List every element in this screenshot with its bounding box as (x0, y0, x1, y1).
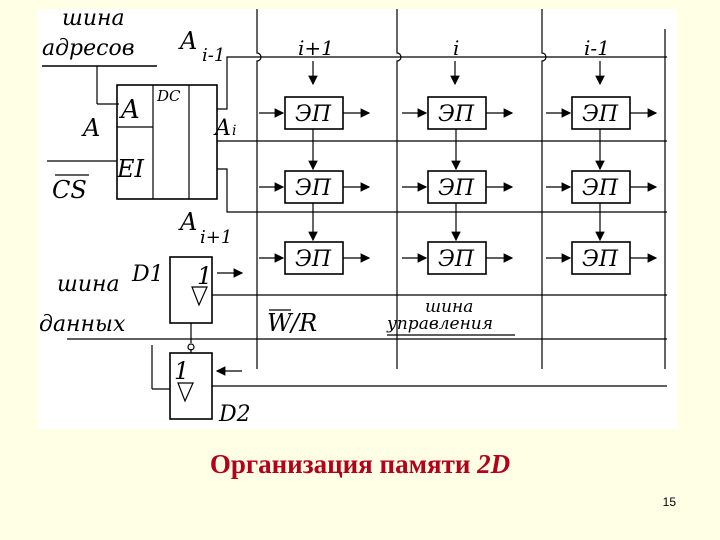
address-bus-label-2: адресов (42, 36, 135, 61)
wr-w-label: W (267, 309, 294, 337)
row-sub-1: i (232, 123, 236, 139)
memory-cell-label: ЭП (582, 102, 619, 127)
memory-cell-label: ЭП (295, 102, 332, 127)
data-bus-label-2: данных (39, 312, 126, 337)
control-bus-label-1: шина (425, 297, 473, 317)
memory-cell-label: ЭП (582, 247, 619, 272)
column-label-1: i (453, 36, 459, 60)
memory-cell-label: ЭП (582, 176, 619, 201)
driver-d2-label: D2 (218, 402, 251, 427)
memory-cell-label: ЭП (438, 247, 475, 272)
row-label-2: A (178, 208, 197, 236)
column-lines (256, 9, 666, 369)
row-line-0 (217, 56, 667, 110)
slide-title: Организация памяти 2D (0, 449, 720, 480)
decoder-input-label: A (119, 95, 140, 125)
memory-2d-diagram: шина адресов A DC EI A CS A i-1 A i A i+… (37, 9, 678, 429)
row-line-2 (217, 168, 667, 213)
buffer-d2-label: 1 (174, 357, 189, 385)
column-label-2: i-1 (584, 36, 610, 60)
page-number: 15 (662, 495, 676, 509)
memory-cell-label: ЭП (438, 176, 475, 201)
row-label-1: A (213, 116, 231, 141)
row-label-0: A (178, 27, 197, 55)
memory-cell-label: ЭП (295, 176, 332, 201)
memory-cell-grid: ЭП ЭП ЭП ЭП ЭП ЭП ЭП ЭП ЭП (259, 96, 658, 275)
column-label-0: i+1 (298, 36, 334, 60)
diagram-svg: шина адресов A DC EI A CS A i-1 A i A i+… (39, 9, 667, 427)
row-sub-2: i+1 (200, 227, 232, 248)
wr-r-label: /R (289, 309, 317, 337)
buffer-d1-label: 1 (197, 262, 212, 290)
driver-d1-label: D1 (131, 262, 164, 287)
data-bus-label-1: шина (57, 272, 120, 297)
memory-cell-label: ЭП (295, 247, 332, 272)
decoder-block (116, 84, 218, 200)
slide-title-text: Организация памяти (209, 449, 478, 479)
control-bus-label-2: управления (386, 314, 493, 334)
cs-label: CS (52, 176, 87, 204)
memory-cell-label: ЭП (438, 102, 475, 127)
decoder-enable-label: EI (116, 155, 145, 183)
address-bus-label-1: шина (62, 9, 125, 31)
slide-title-italic: 2D (477, 449, 511, 479)
decoder-dc-label: DC (156, 87, 181, 105)
row-sub-0: i-1 (202, 45, 225, 66)
decoder-address-in: A (81, 114, 100, 142)
